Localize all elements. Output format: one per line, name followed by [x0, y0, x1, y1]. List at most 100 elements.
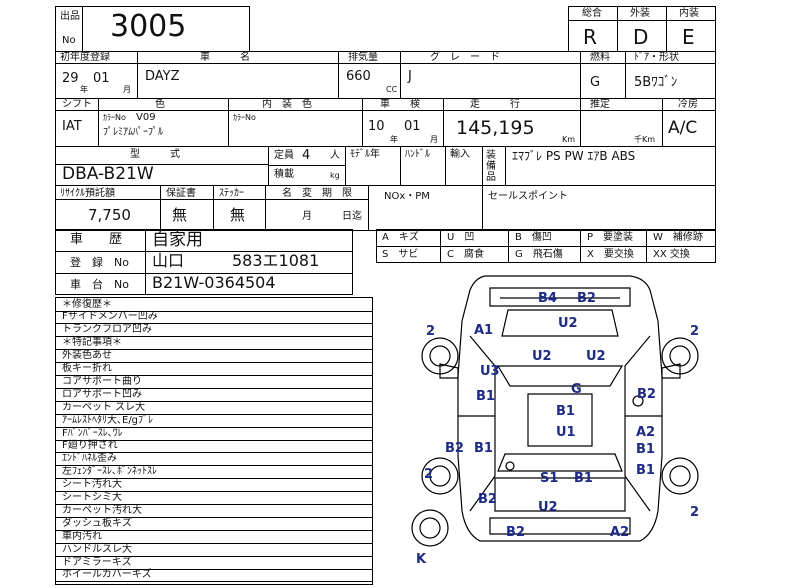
- nc-month-unit: 月: [302, 211, 312, 222]
- equipment-label: 装備品: [486, 150, 496, 183]
- insp-month: 01: [404, 119, 421, 134]
- handle-label: ﾊﾝﾄﾞﾙ: [405, 149, 430, 160]
- car-name: DAYZ: [145, 69, 180, 84]
- note-item: Fﾊﾞﾝﾊﾟｰｽﾚ､ﾜﾚ: [62, 427, 123, 439]
- damage-mark: 2: [424, 467, 434, 482]
- model: DBA-B21W: [62, 164, 154, 184]
- note-divider: [55, 581, 373, 583]
- damage-mark: S1: [540, 471, 559, 486]
- capacity: 4: [302, 148, 311, 163]
- warranty-label: 保証書: [166, 188, 196, 199]
- note-item: ＊特記事項＊: [62, 337, 122, 349]
- note-divider: [55, 387, 373, 389]
- history-box: [55, 229, 353, 295]
- fuel-label: 燃料: [590, 52, 610, 63]
- damage-mark: B2: [506, 525, 525, 540]
- note-item: 外装色あせ: [62, 350, 112, 362]
- interior-color-label: 内 装 色: [262, 99, 312, 110]
- capacity-label: 定員: [274, 150, 294, 161]
- import-label: 輸入: [450, 149, 470, 160]
- note-item: ハンドルスレ大: [62, 543, 132, 555]
- notes-box: [55, 297, 373, 585]
- first-reg-label: 初年度登録: [60, 52, 110, 63]
- note-divider: [55, 349, 373, 351]
- legend-s: S サビ: [382, 249, 419, 260]
- damage-mark: A2: [636, 425, 656, 440]
- interior-grade: E: [682, 25, 695, 49]
- sales-point-label: セールスポイント: [488, 191, 568, 202]
- sticker-label: ｽﾃｯｶｰ: [219, 188, 244, 199]
- ac-label: 冷房: [678, 99, 698, 110]
- name-change-label: 名 変 期 限: [282, 188, 352, 199]
- interior-grade-label: 内装: [679, 8, 699, 19]
- note-divider: [55, 310, 373, 312]
- nc-day-unit: 日迄: [342, 211, 362, 222]
- displacement-label: 排気量: [348, 52, 378, 63]
- note-divider: [55, 336, 373, 338]
- damage-mark: U2: [586, 349, 606, 364]
- grade-label: グ レ ー ド: [430, 52, 500, 63]
- insp-month-unit: 月: [430, 135, 438, 144]
- cc-unit: CC: [386, 85, 398, 94]
- history-label: 車 歴: [70, 232, 123, 247]
- note-item: トランクフロア凹み: [62, 324, 152, 336]
- warranty: 無: [172, 206, 188, 224]
- legend-w: W 補修跡: [653, 232, 703, 243]
- interior-color-no-label: ｶﾗｰNo: [233, 113, 256, 122]
- damage-mark: B2: [478, 492, 497, 507]
- legend-a: A キズ: [382, 232, 419, 243]
- history-value: 自家用: [152, 230, 203, 250]
- note-item: ｱｰﾑﾚｽﾄﾍﾀﾘ大､E/gﾌﾞﾚ: [62, 414, 154, 426]
- color-no: V09: [136, 112, 156, 123]
- chassis-label: 車 台 No: [70, 278, 129, 291]
- note-item: Fサイドメンバー凹み: [62, 311, 158, 323]
- thousand-km-unit: 千Km: [634, 135, 656, 144]
- load-label: 積載: [274, 169, 294, 180]
- damage-mark: B1: [636, 442, 655, 457]
- note-divider: [55, 323, 373, 325]
- car-diagram: [411, 275, 699, 547]
- damage-mark: U2: [538, 500, 558, 515]
- damage-mark: G: [571, 382, 582, 397]
- color-label: 色: [155, 99, 165, 110]
- note-divider: [55, 478, 373, 480]
- lot-number: 3005: [110, 9, 187, 44]
- estimate-label: 推定: [590, 99, 610, 110]
- first-reg-month-unit: 月: [123, 85, 131, 94]
- note-item: シート汚れ大: [62, 479, 122, 491]
- damage-mark: B2: [577, 291, 596, 306]
- exterior-grade-label: 外装: [630, 8, 650, 19]
- registration-value: 山口 583エ1081: [152, 251, 320, 270]
- damage-mark: U2: [532, 349, 552, 364]
- damage-mark: B2: [637, 387, 656, 402]
- note-divider: [55, 426, 373, 428]
- legend-xx: XX 交換: [653, 249, 690, 260]
- overall-grade-label: 総合: [582, 8, 602, 19]
- note-item: 左ﾌｪﾝﾀﾞｰｽﾚ､ﾎﾞﾝﾈｯﾄｽﾚ: [62, 466, 157, 478]
- damage-mark: B2: [445, 441, 464, 456]
- note-divider: [55, 516, 373, 518]
- first-reg-year-unit: 年: [80, 85, 88, 94]
- ac: A/C: [668, 118, 698, 138]
- registration-label: 登 録 No: [70, 256, 129, 269]
- lot-label-top: 出品: [60, 11, 80, 22]
- damage-mark: B1: [474, 441, 493, 456]
- note-item: ホイールカバーキズ: [62, 569, 152, 581]
- damage-mark: B1: [574, 471, 593, 486]
- note-item: F廻り押され: [62, 440, 118, 452]
- note-divider: [55, 465, 373, 467]
- km-unit: Km: [562, 135, 576, 144]
- recycle-label: ﾘｻｲｸﾙ預託額: [60, 188, 115, 199]
- note-item: カーペット スレ大: [62, 401, 146, 413]
- note-divider: [55, 529, 373, 531]
- note-divider: [55, 555, 373, 557]
- damage-mark: B4: [538, 291, 557, 306]
- load-unit: kg: [330, 171, 340, 180]
- overall-grade: R: [583, 25, 597, 49]
- equipment: ｴﾏﾌﾞﾚ PS PW ｴｱB ABS: [512, 149, 636, 163]
- info-grid: [55, 51, 716, 231]
- door-shape: 5Bﾜｺﾞﾝ: [634, 75, 678, 90]
- note-divider: [55, 504, 373, 505]
- note-item: ＊修復歴＊: [62, 298, 112, 310]
- damage-mark: A1: [474, 323, 494, 338]
